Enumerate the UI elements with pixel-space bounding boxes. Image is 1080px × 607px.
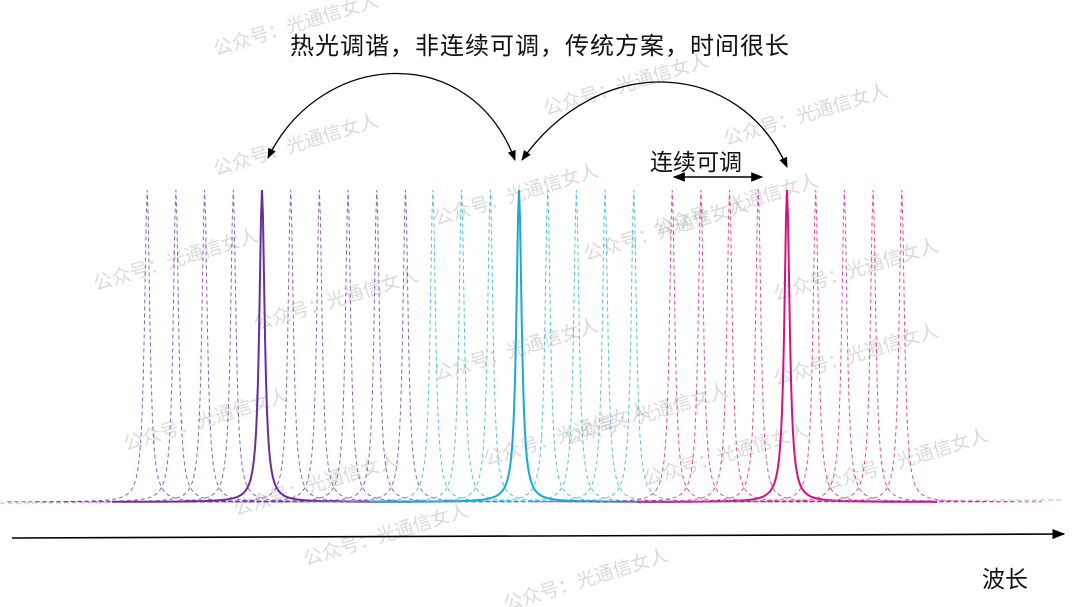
purple-candidate-peak xyxy=(179,189,460,503)
spectral-peaks xyxy=(0,189,1063,504)
x-axis-label: 波长 xyxy=(982,567,1028,593)
magenta-candidate-peak xyxy=(532,189,813,503)
spectrum-baseline xyxy=(0,499,1063,504)
purple-candidate-peak xyxy=(93,189,374,503)
magenta-candidate-peak xyxy=(589,189,870,503)
diagram-title: 热光调谐，非连续可调，传统方案，时间很长 xyxy=(290,32,790,60)
purple-candidate-peak xyxy=(150,189,431,503)
purple-selected-peak xyxy=(112,189,412,503)
magenta-candidate-peak xyxy=(761,189,1042,503)
magenta-selected-peak xyxy=(637,189,937,503)
cyan-candidate-peak xyxy=(493,189,774,503)
purple-candidate-peak xyxy=(35,189,316,503)
purple-candidate-peak xyxy=(236,189,517,503)
magenta-candidate-peak xyxy=(733,189,1014,503)
purple-candidate-peak xyxy=(265,189,546,503)
purple-candidate-peak xyxy=(64,189,345,503)
cyan-candidate-peak xyxy=(321,189,602,503)
magenta-candidate-peak xyxy=(675,189,956,503)
magenta-candidate-peak xyxy=(560,189,841,503)
magenta-candidate-peak xyxy=(618,189,899,503)
cyan-candidate-peak xyxy=(465,189,746,503)
purple-candidate-peak xyxy=(208,189,489,503)
thermal-tuning-arc-right xyxy=(521,81,788,168)
thermal-tuning-arc-left xyxy=(267,72,516,161)
cyan-candidate-peak xyxy=(436,189,717,503)
cyan-selected-peak xyxy=(369,189,669,503)
magenta-candidate-peak xyxy=(704,189,985,503)
cyan-candidate-peak xyxy=(292,189,573,503)
continuous-tuning-label: 连续可调 xyxy=(650,150,742,176)
wavelength-axis xyxy=(11,528,1066,540)
purple-candidate-peak xyxy=(7,189,288,503)
cyan-candidate-peak xyxy=(407,189,688,503)
cyan-candidate-peak xyxy=(350,189,631,503)
